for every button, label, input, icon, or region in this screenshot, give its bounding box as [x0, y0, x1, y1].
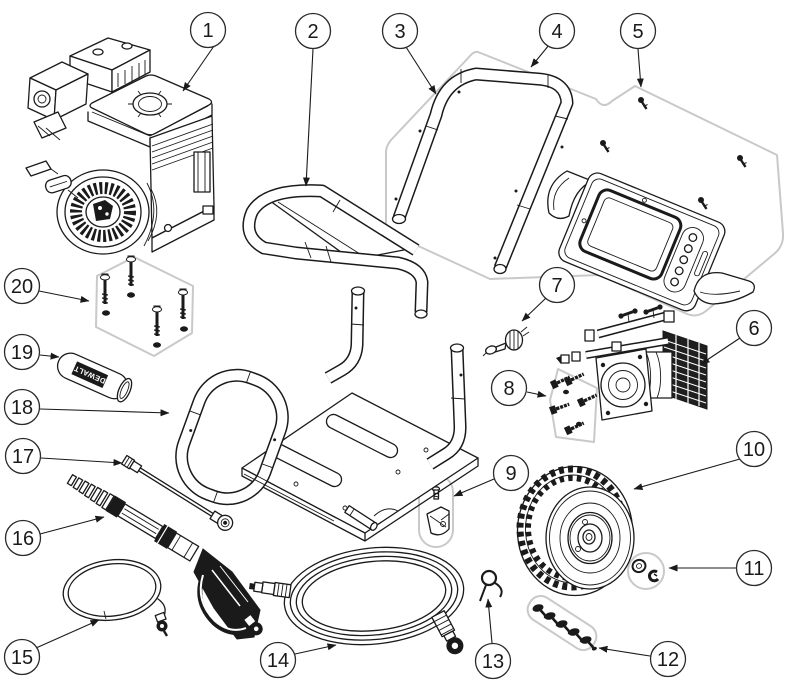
callout-2-label: 2	[307, 21, 318, 43]
callout-10: 10	[735, 430, 773, 468]
pump-valve-knobs	[618, 304, 663, 323]
callout-9-label: 9	[505, 463, 516, 485]
callout-6: 6	[735, 309, 773, 347]
hose-fitting-left	[249, 581, 292, 599]
callout-14-label: 14	[267, 650, 289, 672]
ghost-strip-12	[526, 595, 598, 651]
callout-7-label: 7	[551, 275, 562, 297]
callout-7: 7	[538, 266, 576, 304]
callout-20: 20	[3, 267, 41, 305]
wheel-illustration	[516, 465, 635, 597]
hose-fitting-right	[431, 610, 464, 655]
ghost-circle-11	[627, 552, 665, 590]
plug-and-hook-illustration	[426, 486, 450, 536]
callout-8: 8	[490, 369, 528, 407]
callout-12-label: 12	[657, 649, 679, 671]
ghost-bolt-group-8	[549, 368, 598, 443]
callout-18: 18	[3, 388, 41, 426]
callout-4-label: 4	[551, 21, 562, 43]
handle-loop-illustration	[391, 67, 574, 275]
callout-15: 15	[3, 638, 41, 676]
callout-9: 9	[492, 454, 530, 492]
frame-bumper-loop	[175, 368, 289, 506]
callout-19: 19	[3, 333, 41, 371]
frame-axle-stub	[344, 504, 378, 531]
callout-2: 2	[294, 12, 332, 50]
pressure-hose-illustration	[249, 546, 465, 655]
gun-inlet-fitting	[242, 613, 263, 636]
frame-illustration	[175, 286, 479, 542]
callout-1-label: 1	[202, 20, 213, 42]
ghost-handle-panel-assembly	[385, 50, 785, 317]
callout-14: 14	[259, 641, 297, 679]
callout-10-label: 10	[743, 439, 765, 461]
cotter-pin-illustration	[479, 569, 503, 602]
callout-5-label: 5	[632, 21, 643, 43]
callout-17: 17	[4, 437, 42, 475]
pump-illustration	[556, 304, 708, 421]
leader-lines	[35, 44, 741, 657]
callout-17-label: 17	[12, 446, 34, 468]
callout-4: 4	[538, 12, 576, 50]
callout-8-label: 8	[503, 378, 514, 400]
callout-11-label: 11	[744, 558, 765, 580]
callout-15-label: 15	[11, 647, 33, 669]
handle-tray-illustration	[242, 184, 429, 319]
callout-3: 3	[381, 12, 419, 50]
callout-5: 5	[619, 12, 657, 50]
handle-loop-holes	[394, 90, 564, 260]
callout-3-label: 3	[394, 21, 405, 43]
callout-1: 1	[189, 11, 227, 49]
callout-16-label: 16	[12, 528, 34, 550]
lance-illustration	[120, 454, 234, 531]
callout-19-label: 19	[11, 342, 33, 364]
callout-11: 11	[735, 549, 773, 587]
callout-6-label: 6	[748, 318, 759, 340]
callout-20-label: 20	[11, 276, 33, 298]
engine-illustration	[25, 37, 215, 255]
pump-bolts-illustration	[548, 369, 599, 436]
callout-16: 16	[4, 519, 42, 557]
ghost-bolt-group-20	[95, 256, 194, 357]
callout-13-label: 13	[482, 651, 504, 673]
frame-bolts-illustration	[99, 255, 189, 348]
washer-clip-illustration	[631, 558, 660, 583]
callout-13: 13	[474, 642, 512, 680]
small-hose-illustration	[62, 558, 169, 637]
relief-valve-illustration	[482, 326, 530, 357]
grip-tube-illustration: DEWALT	[56, 352, 133, 403]
callout-12: 12	[649, 640, 687, 678]
control-panel-illustration	[547, 95, 755, 312]
callout-18-label: 18	[11, 397, 33, 419]
spray-gun-illustration	[66, 474, 263, 640]
